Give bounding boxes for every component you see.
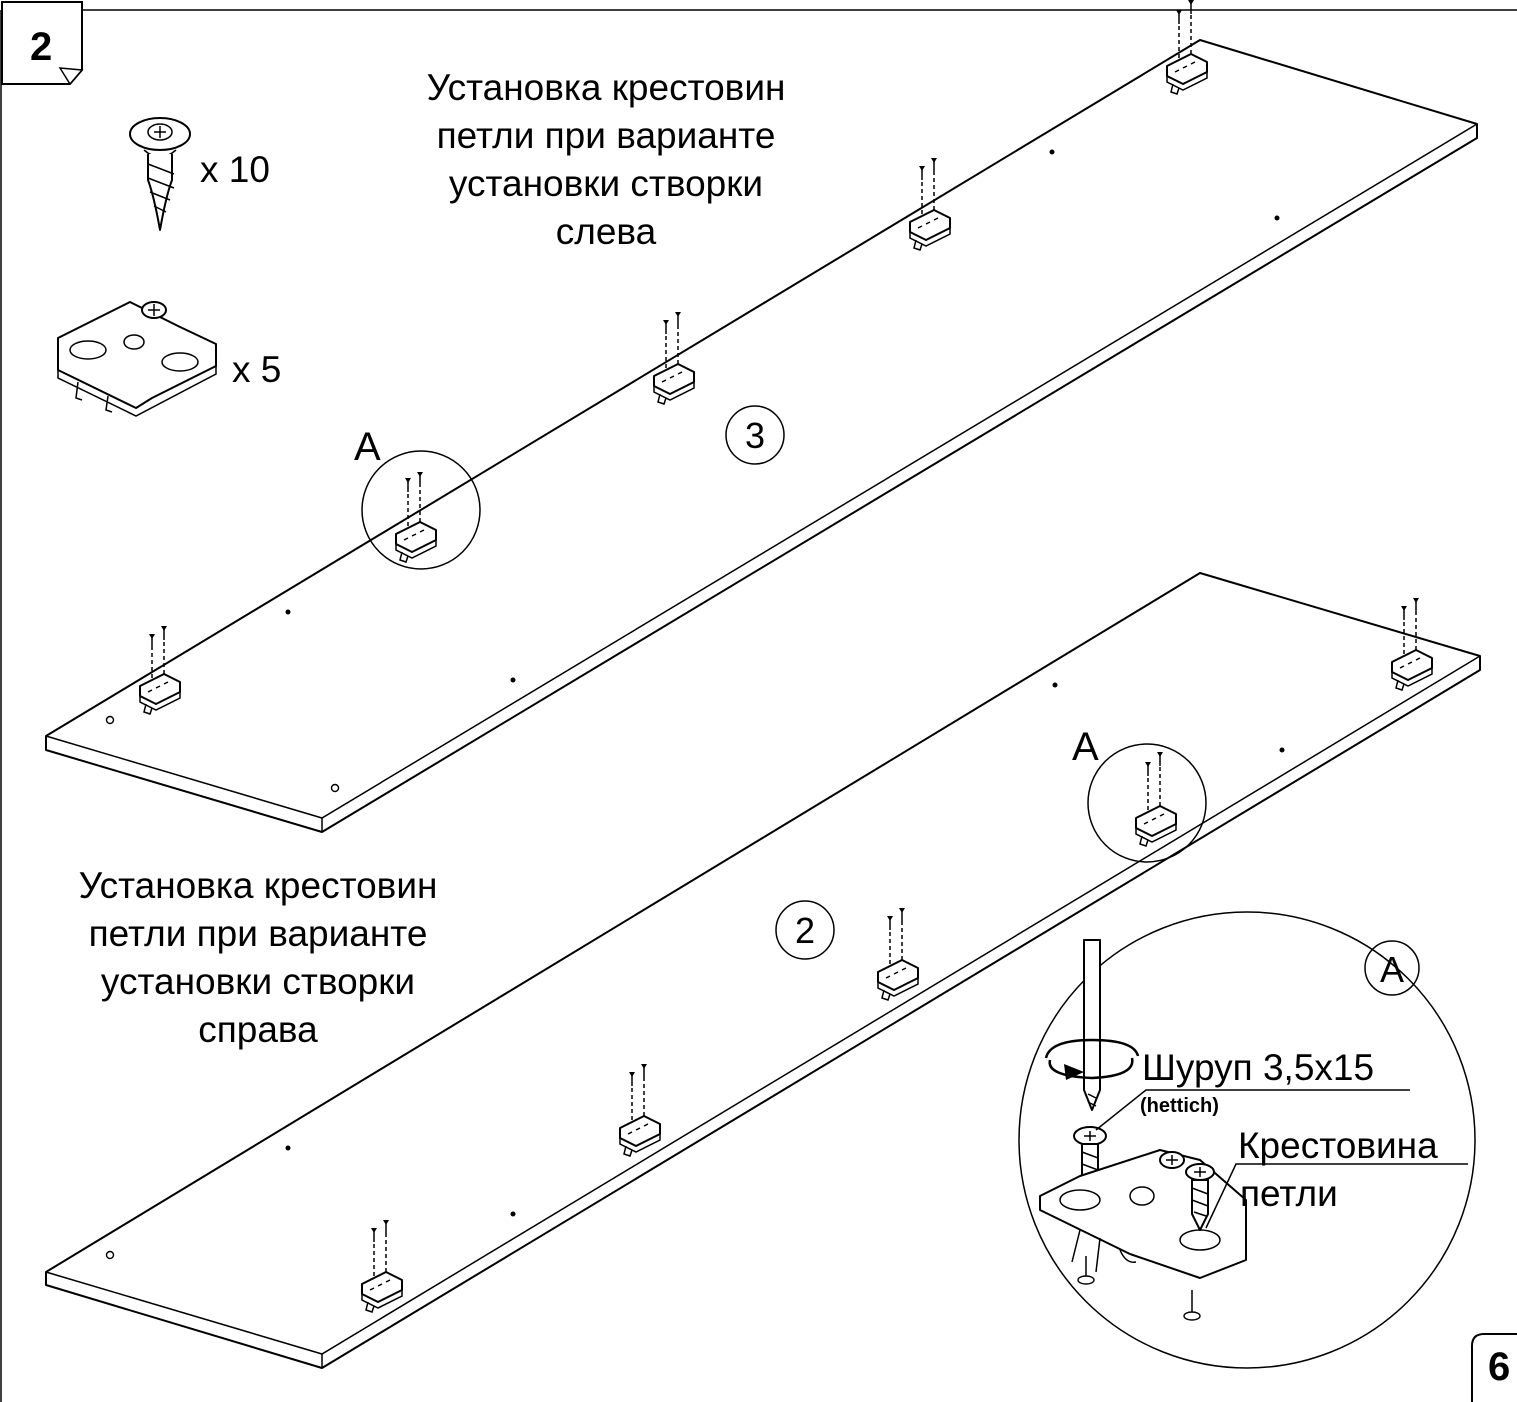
- svg-text:Установка крестовин: Установка крестовин: [427, 67, 786, 108]
- heading-left-variant: Установка крестовин петли при варианте у…: [427, 67, 786, 252]
- detail-hinge-plate-icon: [1039, 1149, 1247, 1321]
- screwdriver-icon: [1044, 939, 1140, 1111]
- panel-top: [45, 39, 1478, 833]
- detail-marker-bottom: A: [1072, 725, 1099, 769]
- hinge-mounting-plate-icon: [57, 301, 217, 417]
- mounting-plate-top-4: [909, 157, 951, 251]
- svg-text:3: 3: [745, 415, 765, 456]
- heading-right-variant: Установка крестовин петли при варианте у…: [79, 865, 438, 1050]
- mounting-plate-top-5: [1166, 0, 1208, 95]
- part-number-badge-3: 3: [725, 405, 785, 465]
- mounting-plate-bottom-3: [877, 907, 919, 1001]
- detail-marker-top: A: [354, 425, 381, 469]
- svg-text:петли при варианте: петли при варианте: [89, 913, 428, 954]
- step-badge: 2: [1, 1, 84, 86]
- page-number: 6: [1488, 1345, 1510, 1389]
- mounting-plate-top-2: [395, 471, 437, 563]
- plate-label-line2: петли: [1240, 1173, 1338, 1214]
- page-number-tab: 6: [1471, 1333, 1517, 1402]
- mounting-plate-top-3: [653, 311, 695, 405]
- svg-text:справа: справа: [198, 1009, 318, 1050]
- plate-label-line1: Крестовина: [1238, 1125, 1438, 1166]
- step-number: 2: [30, 25, 52, 69]
- svg-text:установки створки: установки створки: [101, 961, 415, 1002]
- svg-text:установки створки: установки створки: [449, 163, 763, 204]
- detail-circle-top: [361, 450, 481, 570]
- mounting-plate-bottom-1: [361, 1219, 403, 1313]
- mounting-plate-bottom-2: [619, 1063, 661, 1157]
- page-frame: [0, 9, 1517, 1402]
- detail-view-a: A: [1018, 911, 1476, 1369]
- detail-view-marker: A: [1380, 949, 1404, 990]
- mounting-plate-bottom-5: [1391, 597, 1433, 691]
- svg-text:Установка крестовин: Установка крестовин: [79, 865, 438, 906]
- countersunk-screw-icon: [129, 117, 191, 231]
- part-number-badge-2: 2: [775, 900, 835, 960]
- svg-text:2: 2: [795, 910, 815, 951]
- svg-text:петли при варианте: петли при варианте: [437, 115, 776, 156]
- plate-quantity: x 5: [232, 349, 281, 390]
- detail-circle-bottom: [1087, 743, 1207, 863]
- mounting-plate-bottom-4: [1135, 751, 1177, 847]
- svg-text:слева: слева: [556, 211, 657, 252]
- mounting-plate-top-1: [139, 625, 181, 715]
- panel-bottom: [45, 572, 1481, 1369]
- screw-brand: (hettich): [1140, 1095, 1219, 1117]
- screw-label: Шуруп 3,5х15: [1142, 1047, 1374, 1088]
- screw-quantity: x 10: [200, 149, 270, 190]
